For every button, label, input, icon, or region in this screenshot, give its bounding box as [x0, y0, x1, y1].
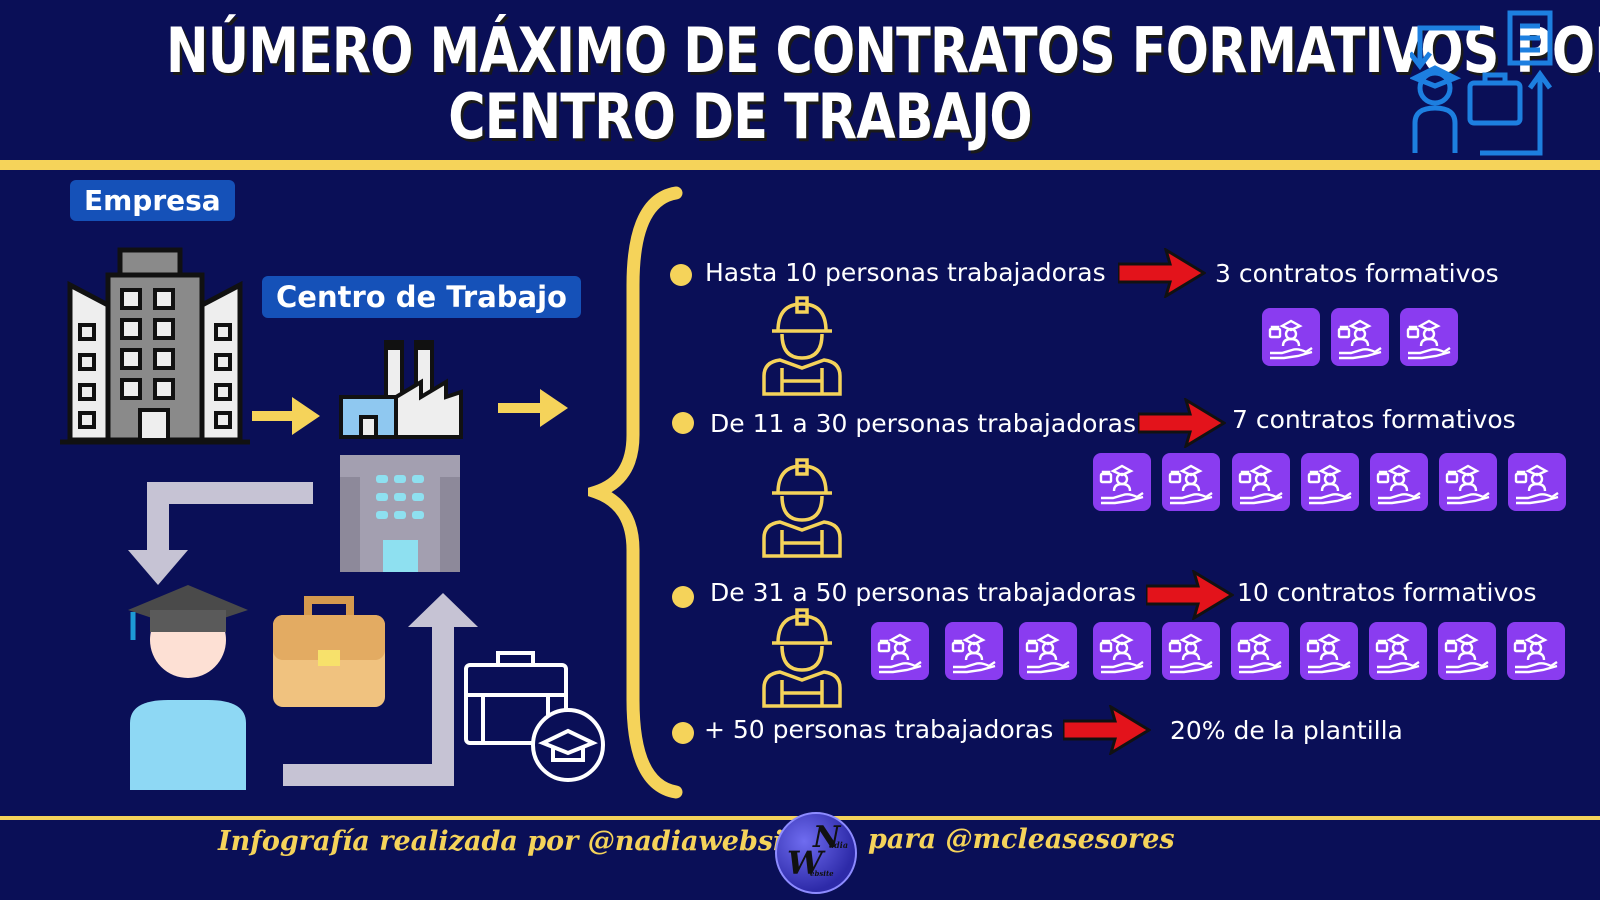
footer-client: para @mcleasesores	[868, 824, 1175, 855]
contract-tile-icon	[1262, 308, 1320, 366]
red-arrow-icon	[1063, 705, 1151, 755]
worker-icon	[762, 608, 842, 708]
bullet-dot	[670, 264, 692, 286]
contract-tile-icon	[1162, 622, 1220, 680]
contract-tile-icon	[1300, 622, 1358, 680]
title-line-2: CENTRO DE TRABAJO	[448, 80, 1032, 153]
contract-tile-icon	[1162, 453, 1220, 511]
row-label: De 31 a 50 personas trabajadoras	[710, 578, 1136, 607]
row-label: Hasta 10 personas trabajadoras	[705, 258, 1106, 287]
contract-tile-icon	[1370, 453, 1428, 511]
worker-icon	[762, 296, 842, 396]
contract-tile-icon	[1331, 308, 1389, 366]
contract-tile-icon	[1438, 622, 1496, 680]
empresa-label: Empresa	[70, 180, 235, 221]
footer-credit: Infografía realizada por @nadiawebsite	[218, 826, 813, 857]
row-result: 20% de la plantilla	[1170, 716, 1403, 745]
page-title: NÚMERO MÁXIMO DE CONTRATOS FORMATIVOS PO…	[166, 14, 1600, 153]
centro-label: Centro de Trabajo	[262, 276, 581, 318]
career-flow-illustration	[128, 455, 605, 790]
curly-brace	[588, 186, 683, 799]
row-result: 10 contratos formativos	[1237, 578, 1537, 607]
contract-tile-icon	[1019, 622, 1077, 680]
contract-tile-icon	[871, 622, 929, 680]
contract-tile-icon	[1231, 622, 1289, 680]
contract-tile-icon	[1400, 308, 1458, 366]
row-result: 7 contratos formativos	[1232, 405, 1516, 434]
factory-icon	[339, 340, 463, 439]
red-arrow-icon	[1146, 570, 1234, 620]
row-result: 3 contratos formativos	[1215, 259, 1499, 288]
red-arrow-icon	[1138, 398, 1226, 448]
logo-text-ebsite: ebsite	[810, 869, 834, 878]
contract-tile-icon	[1093, 453, 1151, 511]
logo-letter-w: W	[787, 844, 823, 882]
contract-tile-icon	[1301, 453, 1359, 511]
contract-tile-icon	[1508, 453, 1566, 511]
bullet-dot	[672, 412, 694, 434]
title-line-1: NÚMERO MÁXIMO DE CONTRATOS FORMATIVOS PO…	[166, 14, 1600, 87]
contract-tile-icon	[1507, 622, 1565, 680]
contract-tile-icon	[1232, 453, 1290, 511]
logo-text-adia: adia	[829, 840, 848, 850]
worker-icon	[762, 458, 842, 558]
logo-letter-n: N	[813, 820, 841, 855]
top-divider	[0, 160, 1600, 170]
contract-tile-icon	[945, 622, 1003, 680]
career-path-icon	[1410, 10, 1553, 156]
contract-tile-icon	[1439, 453, 1497, 511]
arrow-right-icon-2	[498, 389, 568, 427]
contract-tile-icon	[1369, 622, 1427, 680]
contract-tile-icon	[1093, 622, 1151, 680]
row-label: De 11 a 30 personas trabajadoras	[710, 409, 1136, 438]
nadiawebsite-logo: N adia W ebsite	[775, 812, 857, 894]
bullet-dot	[672, 586, 694, 608]
red-arrow-icon	[1118, 248, 1206, 298]
row-label: + 50 personas trabajadoras	[704, 715, 1054, 744]
office-building-icon	[60, 247, 250, 445]
arrow-right-icon	[252, 397, 320, 435]
bullet-dot	[672, 722, 694, 744]
